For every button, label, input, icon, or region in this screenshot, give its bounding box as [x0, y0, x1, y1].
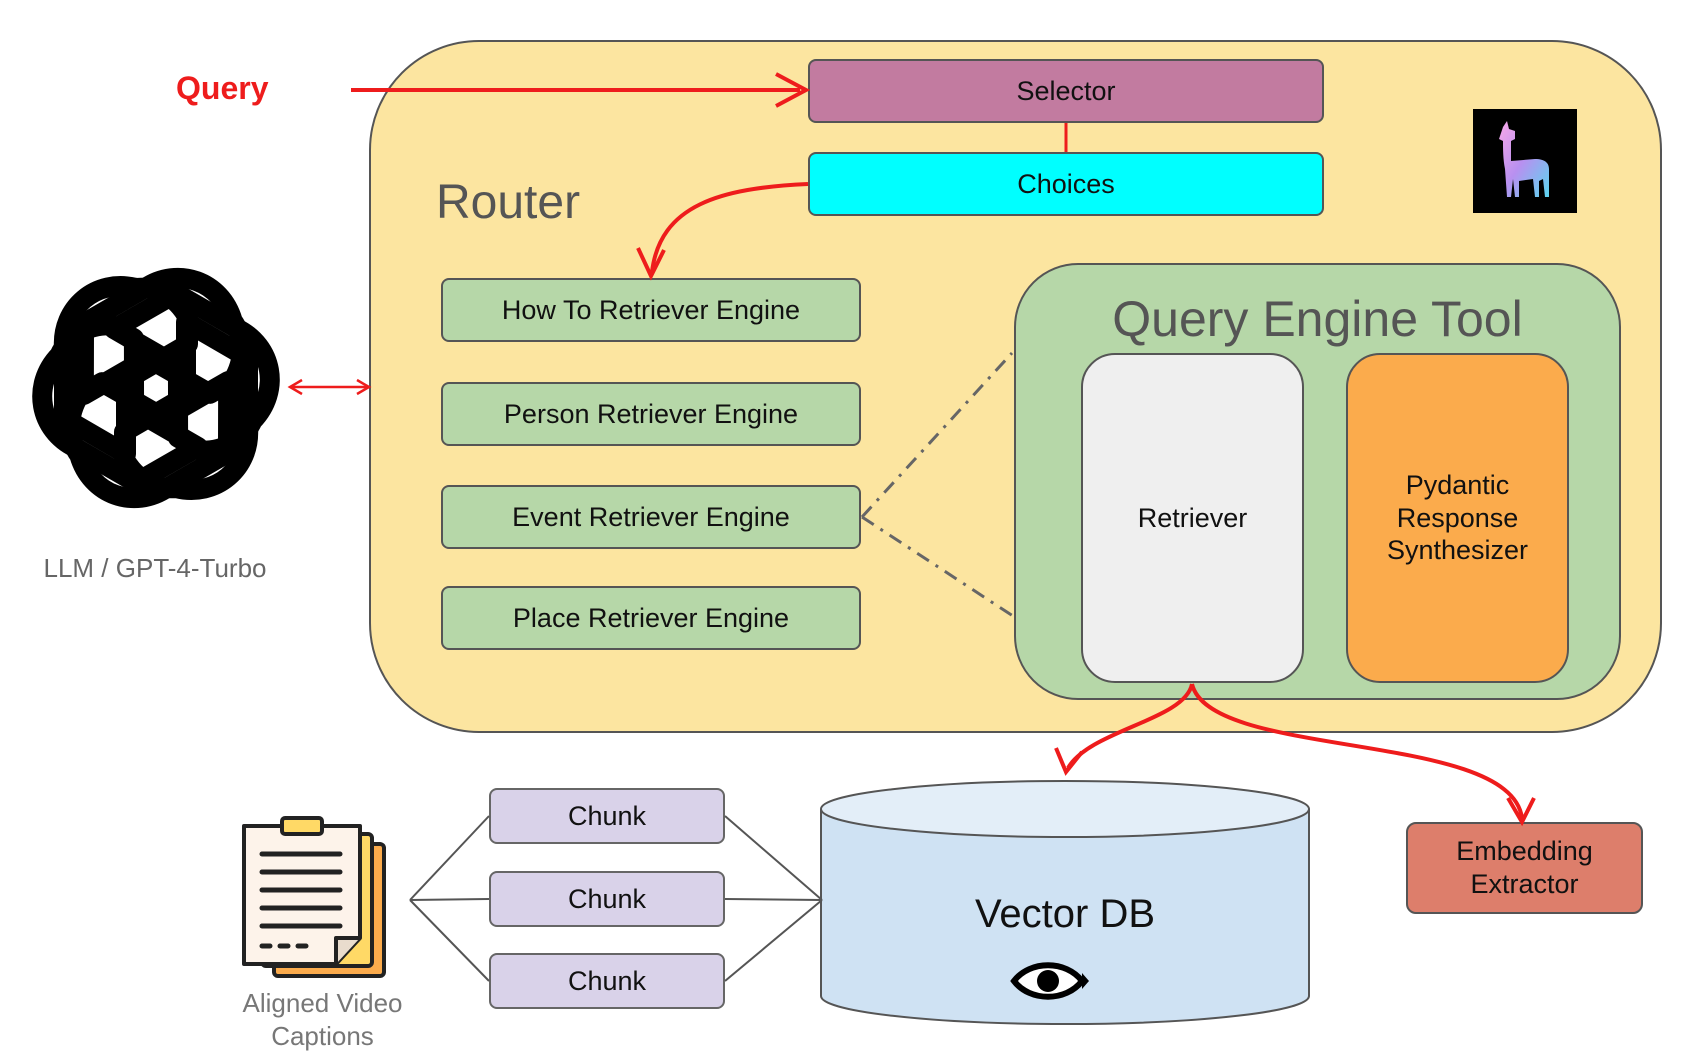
query-engine-tool-title: Query Engine Tool	[1112, 291, 1523, 347]
pydantic-synthesizer-box[interactable]: Pydantic Response Synthesizer	[1346, 353, 1569, 683]
chunk-box[interactable]: Chunk	[489, 953, 725, 1009]
clipboard-document-icon	[240, 816, 392, 980]
openai-logo-icon	[22, 254, 290, 522]
chunk-box[interactable]: Chunk	[489, 871, 725, 927]
llm-arrowhead-left	[287, 378, 303, 396]
place-retriever-engine[interactable]: Place Retriever Engine	[441, 586, 861, 650]
eye-icon	[1010, 956, 1090, 1006]
choices-engine-arrow	[650, 182, 809, 273]
llama-logo-svg	[1499, 121, 1549, 197]
retriever-box[interactable]: Retriever	[1081, 353, 1304, 683]
choices-engine-arrowhead	[636, 247, 666, 281]
choices-box[interactable]: Choices	[808, 152, 1324, 216]
eye-svg	[1010, 962, 1089, 1000]
openai-logo-svg	[22, 254, 290, 522]
chunk-box[interactable]: Chunk	[489, 788, 725, 844]
llm-arrowhead-right	[356, 378, 372, 396]
retriever-embedding-arrow	[1190, 683, 1524, 819]
retriever-embedding-arrowhead	[1506, 796, 1536, 827]
vector-db-label: Vector DB	[974, 892, 1156, 936]
retriever-db-arrow	[1066, 683, 1194, 770]
llama-logo-icon	[1473, 109, 1577, 213]
query-label: Query	[176, 70, 269, 106]
embedding-extractor-box[interactable]: Embedding Extractor	[1406, 822, 1643, 914]
selector-box[interactable]: Selector	[808, 59, 1324, 123]
captions-label: Aligned Video Captions	[242, 988, 403, 1051]
retriever-db-arrowhead	[1054, 747, 1084, 776]
llm-label: LLM / GPT-4-Turbo	[43, 553, 267, 583]
query-arrowhead	[775, 72, 811, 108]
captions-chunk-lines	[409, 815, 823, 982]
event-retriever-engine[interactable]: Event Retriever Engine	[441, 485, 861, 549]
event-tool-link-bottom	[861, 515, 1017, 620]
clipboard-svg	[242, 816, 386, 978]
event-tool-link-top	[860, 351, 1014, 519]
howto-retriever-engine[interactable]: How To Retriever Engine	[441, 278, 861, 342]
person-retriever-engine[interactable]: Person Retriever Engine	[441, 382, 861, 446]
router-title: Router	[436, 176, 581, 229]
